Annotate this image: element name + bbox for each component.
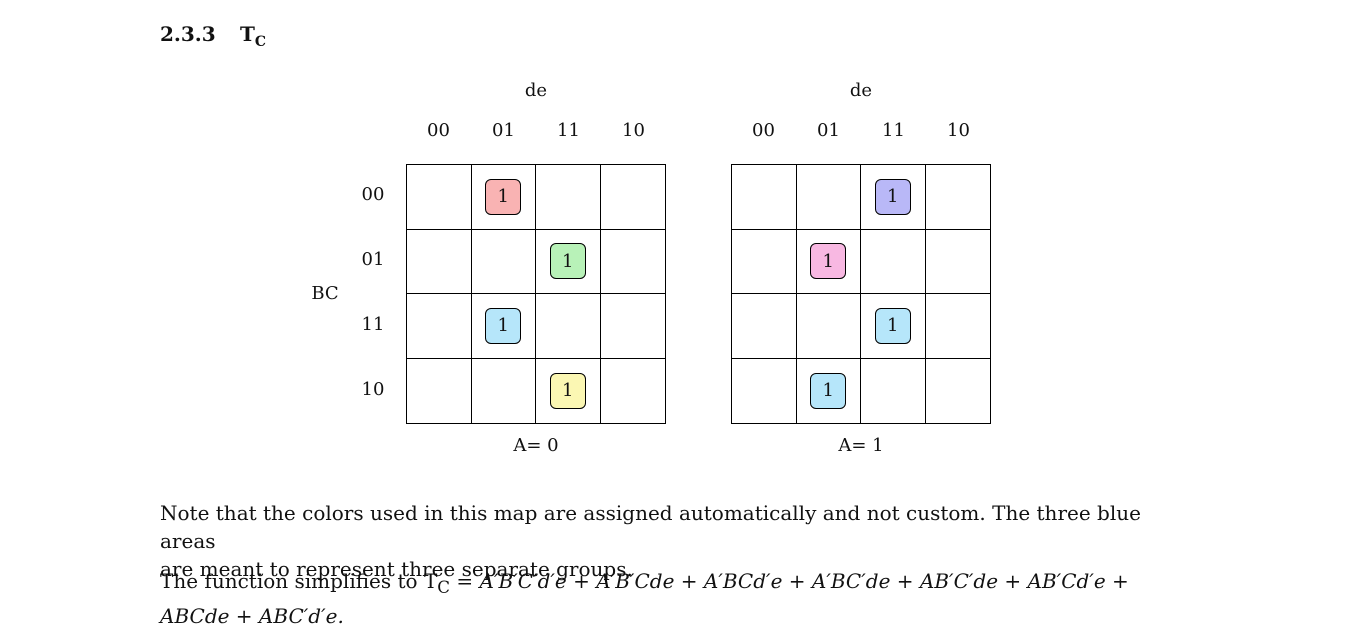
map-cell: 1 xyxy=(797,358,861,423)
note-line-2: are meant to represent three separate gr… xyxy=(160,557,633,581)
map-cell: 1 xyxy=(536,229,601,294)
map-cell: 1 xyxy=(536,358,601,423)
map-cell xyxy=(407,165,472,230)
row-var-label: BC xyxy=(311,283,339,304)
map-cell xyxy=(472,358,536,423)
map-cell: 1 xyxy=(796,229,861,294)
function-subscript: C xyxy=(437,578,451,597)
map-cell xyxy=(926,359,991,424)
group-marker: 1 xyxy=(810,243,847,280)
group-marker: 1 xyxy=(549,372,586,409)
section-number: 2.3.3 xyxy=(160,22,216,46)
function-line-1: The function simplifies to TC = A′B′C′d′… xyxy=(160,567,1200,602)
map-cell xyxy=(732,229,797,294)
map2-col-header: 00 xyxy=(752,120,775,141)
map-cell: 1 xyxy=(471,294,536,359)
map-cell xyxy=(796,165,861,230)
map-cell xyxy=(407,229,472,294)
row-header: 01 xyxy=(361,249,385,270)
map-cell xyxy=(925,230,990,294)
map-cell xyxy=(925,294,990,359)
section-title: T xyxy=(240,22,255,46)
map1-caption: A= 0 xyxy=(513,435,559,456)
row-header: 11 xyxy=(361,314,385,335)
group-marker: 1 xyxy=(810,372,847,409)
map-cell xyxy=(601,359,666,424)
note-paragraph: Note that the colors used in this map ar… xyxy=(160,499,1200,583)
map-cell xyxy=(732,358,797,423)
map2-col-header: 11 xyxy=(882,120,905,141)
map-cell xyxy=(536,165,601,230)
map1-col-header: 01 xyxy=(492,120,515,141)
group-marker: 1 xyxy=(485,178,522,215)
map2-col-header: 01 xyxy=(817,120,840,141)
map-cell xyxy=(471,229,536,294)
map1-col-var-label: de xyxy=(524,80,548,101)
group-marker: 1 xyxy=(874,178,911,215)
map2-col-header: 10 xyxy=(947,120,970,141)
row-header: 10 xyxy=(361,379,385,400)
map-cell xyxy=(796,294,861,359)
group-marker: 1 xyxy=(485,307,522,344)
section-heading: 2.3.3 TC xyxy=(160,22,266,50)
map-cell xyxy=(732,165,797,230)
map-cell xyxy=(407,358,472,423)
section-title-subscript: C xyxy=(254,34,267,50)
map-cell: 1 xyxy=(861,165,926,230)
map-cell xyxy=(732,294,797,359)
function-expression-part2: ABCde + ABC′d′e. xyxy=(160,604,344,628)
map1-col-header: 10 xyxy=(622,120,645,141)
group-marker: 1 xyxy=(549,243,586,280)
map-cell: 1 xyxy=(471,165,536,230)
map-cell xyxy=(600,230,665,294)
map-cell xyxy=(407,294,472,359)
map1-col-header: 00 xyxy=(427,120,450,141)
map-cell: 1 xyxy=(861,294,926,359)
map2-col-var-label: de xyxy=(849,80,873,101)
map-cell xyxy=(600,294,665,359)
function-expression-part1: = A′B′C′d′e + A′B′Cde + A′BCd′e + A′BC′d… xyxy=(450,569,1129,593)
map-cell xyxy=(861,229,926,294)
row-header: 00 xyxy=(361,184,385,205)
map2-caption: A= 1 xyxy=(838,435,884,456)
note-line-1: Note that the colors used in this map ar… xyxy=(160,501,1141,553)
map-cell xyxy=(861,358,926,423)
group-marker: 1 xyxy=(874,307,911,344)
map-cell xyxy=(925,165,990,230)
map1-col-header: 11 xyxy=(557,120,580,141)
function-paragraph: The function simplifies to TC = A′B′C′d′… xyxy=(160,567,1200,630)
map-cell xyxy=(600,165,665,230)
map-cell xyxy=(536,294,601,359)
function-intro: The function simplifies to T xyxy=(160,569,438,593)
